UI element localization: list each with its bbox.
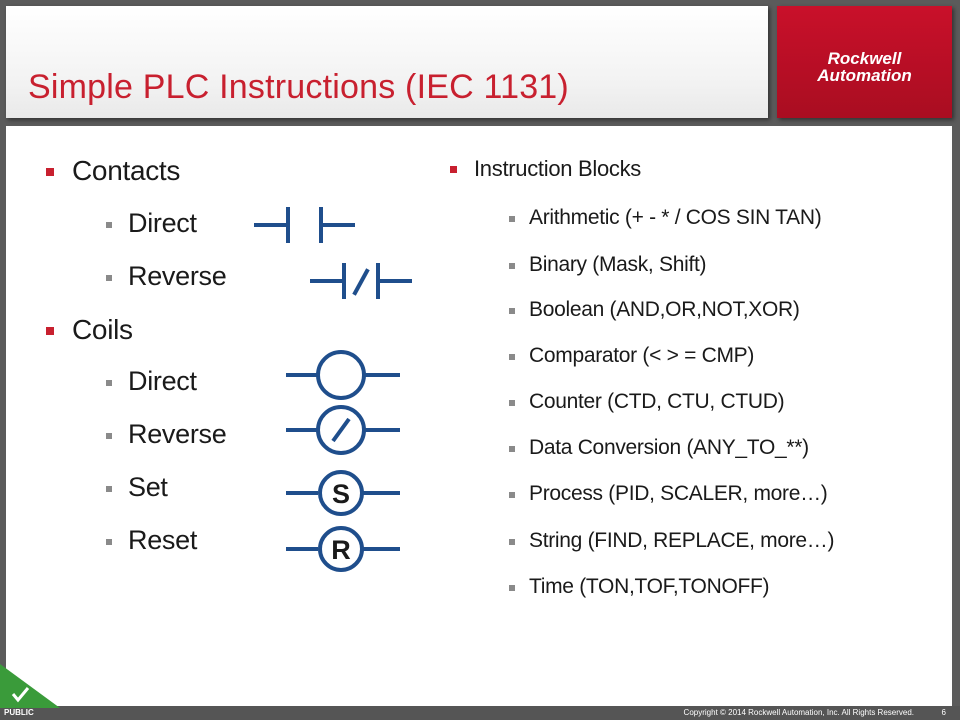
list-item: String (FIND, REPLACE, more…) [509, 529, 835, 553]
copyright-text: Copyright © 2014 Rockwell Automation, In… [683, 708, 914, 717]
bullet-marker [509, 539, 515, 545]
bullet-marker [106, 380, 112, 386]
list-item: Arithmetic (+ - * / COS SIN TAN) [509, 206, 822, 230]
list-item: Binary (Mask, Shift) [509, 253, 707, 277]
bullet-marker [106, 275, 112, 281]
content-area [6, 126, 952, 706]
logo-line-1: Rockwell [827, 49, 902, 68]
bullet-contacts: Contacts [46, 155, 181, 187]
list-item-label: Process (PID, SCALER, more…) [529, 482, 828, 505]
list-item: Comparator (< > = CMP) [509, 344, 755, 368]
bullet-marker [46, 327, 54, 335]
list-item-label: Counter (CTD, CTU, CTUD) [529, 390, 785, 413]
bullet-coils-reverse-label: Reverse [128, 419, 227, 449]
bullet-marker [106, 433, 112, 439]
page-number: 6 [941, 708, 946, 717]
bullet-coils-label: Coils [72, 314, 133, 345]
bullet-marker [450, 166, 457, 173]
bullet-coils-reset-label: Reset [128, 525, 198, 555]
classification-label: PUBLIC [4, 708, 34, 717]
bullet-marker [509, 216, 515, 222]
logo-text: Rockwell Automation [777, 50, 952, 84]
bullet-coils: Coils [46, 314, 133, 346]
bullet-marker [509, 263, 515, 269]
bullet-contacts-reverse: Reverse [106, 261, 227, 292]
bullet-instruction-blocks-label: Instruction Blocks [474, 156, 642, 181]
bullet-marker [509, 308, 515, 314]
bullet-contacts-direct-label: Direct [128, 208, 197, 238]
logo-line-2: Automation [817, 66, 912, 85]
list-item-label: Time (TON,TOF,TONOFF) [529, 575, 770, 598]
bullet-marker [106, 486, 112, 492]
bullet-coils-reverse: Reverse [106, 419, 227, 450]
bullet-contacts-label: Contacts [72, 155, 181, 186]
brand-logo: Rockwell Automation [777, 6, 952, 118]
bullet-marker [46, 168, 54, 176]
bullet-contacts-reverse-label: Reverse [128, 261, 227, 291]
list-item-label: Comparator (< > = CMP) [529, 344, 755, 367]
list-item: Counter (CTD, CTU, CTUD) [509, 390, 785, 414]
checkmark-icon [0, 664, 60, 708]
bullet-coils-direct: Direct [106, 366, 197, 397]
bullet-marker [509, 354, 515, 360]
bullet-instruction-blocks: Instruction Blocks [450, 156, 642, 182]
list-item: Time (TON,TOF,TONOFF) [509, 575, 770, 599]
list-item-label: Binary (Mask, Shift) [529, 253, 707, 276]
bullet-coils-set: Set [106, 472, 168, 503]
bullet-marker [509, 446, 515, 452]
list-item-label: Arithmetic (+ - * / COS SIN TAN) [529, 206, 822, 229]
bullet-coils-set-label: Set [128, 472, 168, 502]
header-bar: Simple PLC Instructions (IEC 1131) [6, 6, 768, 118]
bullet-marker [106, 539, 112, 545]
bullet-coils-reset: Reset [106, 525, 198, 556]
list-item-label: String (FIND, REPLACE, more…) [529, 529, 835, 552]
bullet-marker [509, 585, 515, 591]
list-item: Process (PID, SCALER, more…) [509, 482, 828, 506]
bullet-marker [106, 222, 112, 228]
page-title: Simple PLC Instructions (IEC 1131) [28, 68, 569, 106]
bullet-marker [509, 492, 515, 498]
list-item: Boolean (AND,OR,NOT,XOR) [509, 298, 800, 322]
bullet-contacts-direct: Direct [106, 208, 197, 239]
footer-bar [0, 706, 960, 720]
bullet-coils-direct-label: Direct [128, 366, 197, 396]
bullet-marker [509, 400, 515, 406]
list-item-label: Boolean (AND,OR,NOT,XOR) [529, 298, 800, 321]
list-item-label: Data Conversion (ANY_TO_**) [529, 436, 809, 459]
list-item: Data Conversion (ANY_TO_**) [509, 436, 809, 460]
